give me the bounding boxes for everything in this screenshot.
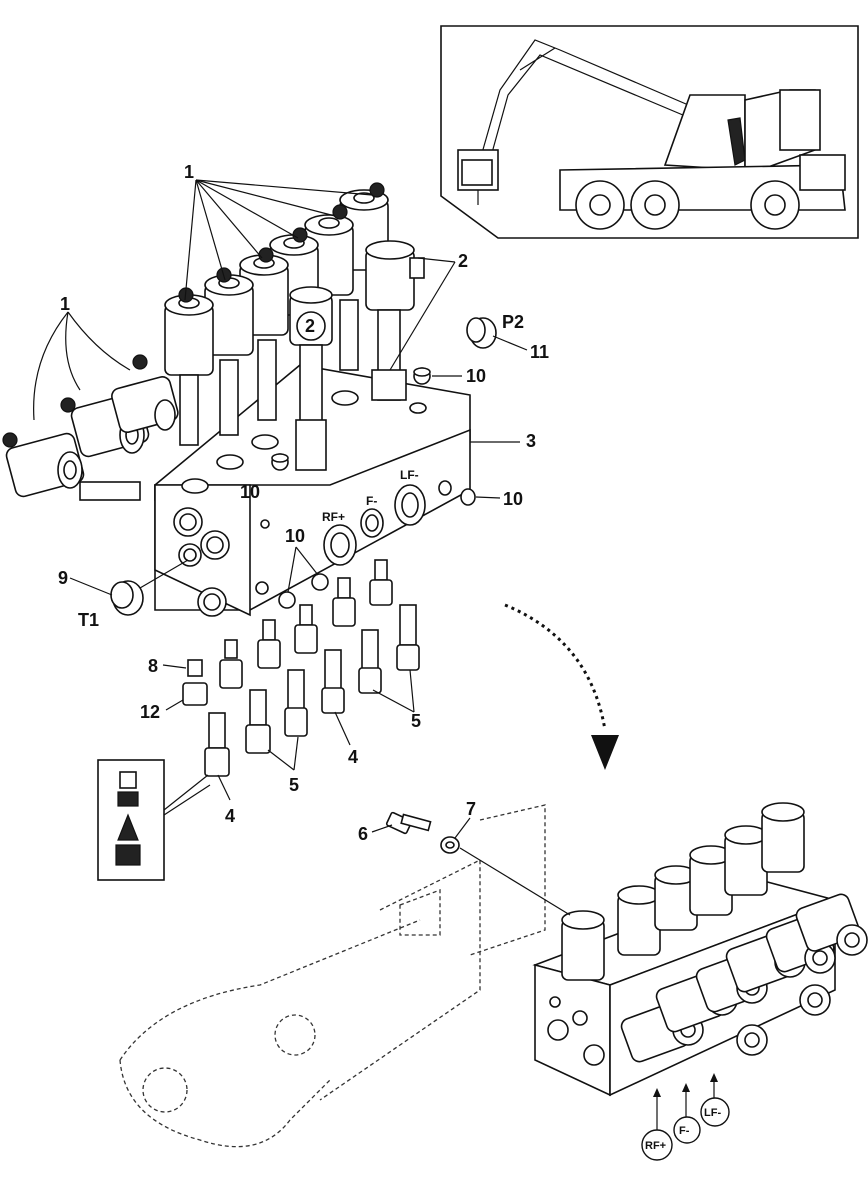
callout-3: 3 [526, 431, 536, 451]
port-labels: P2 T1 RF+ F- LF- [78, 312, 524, 630]
port-label-rf-plus: RF+ [322, 510, 345, 524]
callout-5-right: 5 [411, 711, 421, 731]
plug-p2 [466, 317, 497, 349]
harvester-inset [440, 25, 859, 239]
port-label-p2: P2 [502, 312, 524, 332]
flow-label-lf-minus: LF- [704, 1107, 721, 1119]
port-label-lf-minus: LF- [400, 468, 419, 482]
harvester-machine-icon [457, 39, 846, 230]
plug-t1 [110, 580, 144, 616]
callout-4-mid: 4 [348, 747, 358, 767]
plug-10-top [271, 367, 476, 609]
port-label-f-minus: F- [366, 494, 377, 508]
callout-8: 8 [148, 656, 158, 676]
washer [440, 836, 460, 854]
callout-10-right: 10 [503, 489, 523, 509]
cartridge-valves [182, 559, 420, 777]
callout-5-left: 5 [289, 775, 299, 795]
leader-lines [33, 179, 718, 1135]
callout-9: 9 [58, 568, 68, 588]
callout-6: 6 [358, 824, 368, 844]
solenoid-pair-2 [289, 240, 425, 471]
callout-11: 11 [530, 342, 549, 362]
callout-2-circle: 2 [305, 316, 315, 336]
flow-labels: RF+ F- LF- [641, 1097, 730, 1161]
callout-1-side: 1 [60, 294, 70, 314]
mounted-valve-assembly [119, 802, 868, 1148]
callout-labels: 1 1 2 2 3 11 10 10 10 10 9 8 12 4 4 5 5 … [58, 162, 549, 844]
callout-1-top: 1 [184, 162, 194, 182]
callout-10-top: 10 [466, 366, 486, 386]
callout-circle-2 [296, 311, 326, 341]
callout-7: 7 [466, 799, 476, 819]
callout-10-mid: 10 [240, 482, 260, 502]
mounting-screw [385, 811, 432, 835]
flow-label-rf-plus: RF+ [645, 1140, 666, 1152]
callout-4-lower: 4 [225, 806, 235, 826]
flow-label-f-minus: F- [679, 1125, 690, 1137]
curved-dotted-arrow-icon [504, 603, 619, 770]
port-label-t1: T1 [78, 610, 99, 630]
solenoid-stack-side [2, 354, 179, 501]
callout-2-right: 2 [458, 251, 468, 271]
solenoid-stack-top [164, 182, 389, 446]
cartridge-detail-inset [97, 759, 165, 881]
callout-10-lower: 10 [285, 526, 305, 546]
callout-12: 12 [140, 702, 160, 722]
